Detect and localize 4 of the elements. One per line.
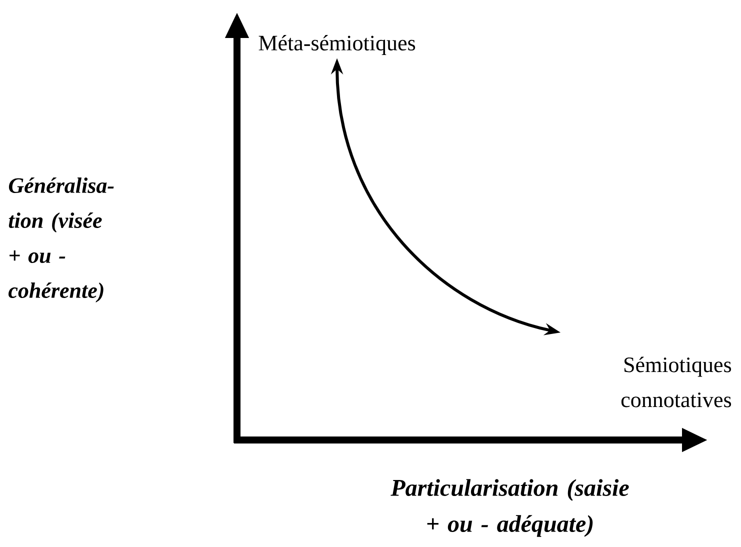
axis-title: Particularisation (saisie + ou - adéquate) xyxy=(390,479,629,537)
concept-label: Méta-sémiotiques xyxy=(258,35,416,55)
concept-label: Sémiotiques connotatives xyxy=(621,356,732,408)
axis-title: Généralisa-tion (visée + ou - cohérente) xyxy=(8,178,114,302)
